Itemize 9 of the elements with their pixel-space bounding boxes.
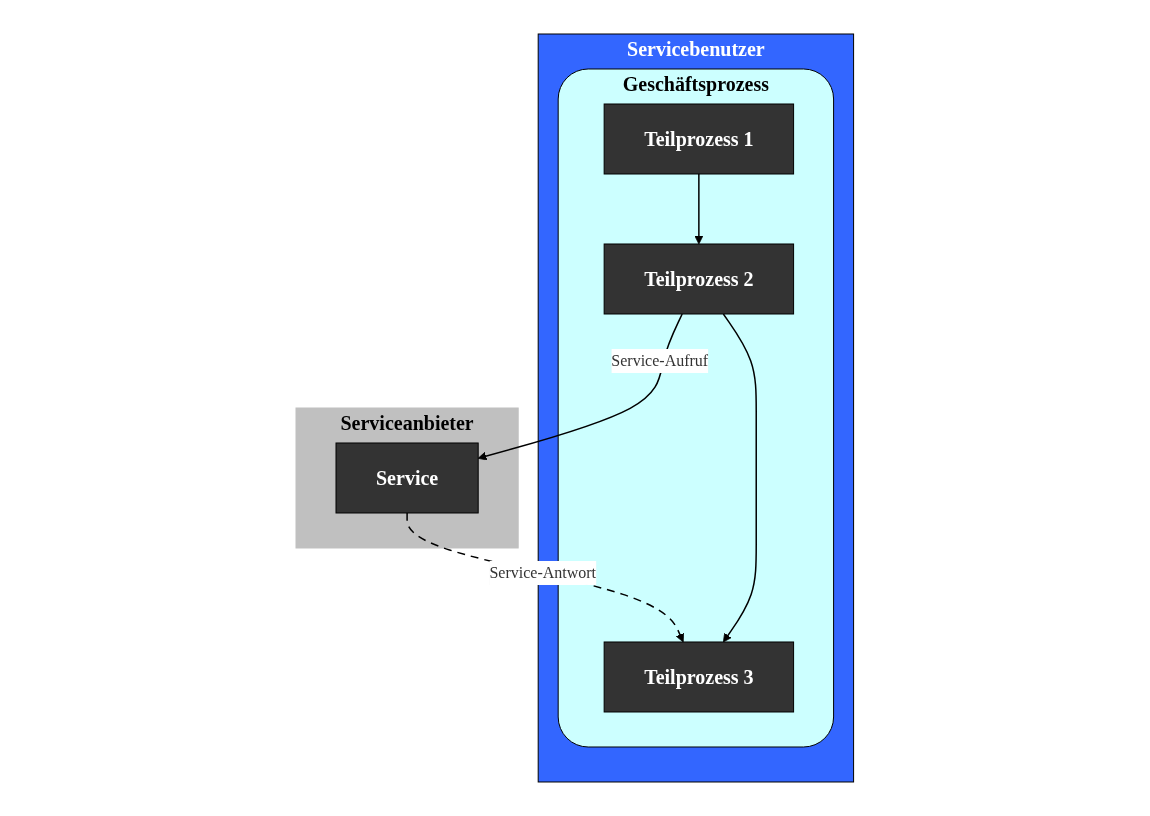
arrow	[478, 313, 684, 461]
arrow	[694, 173, 704, 245]
arrow	[722, 313, 758, 643]
node-box: Teilprozess 1	[603, 103, 795, 175]
node-box: Teilprozess 3	[603, 641, 795, 713]
edge-label: Service-Aufruf	[611, 351, 709, 369]
arrow	[406, 512, 685, 643]
node-box: Service	[335, 442, 479, 514]
node-box: Teilprozess 2	[603, 243, 795, 315]
